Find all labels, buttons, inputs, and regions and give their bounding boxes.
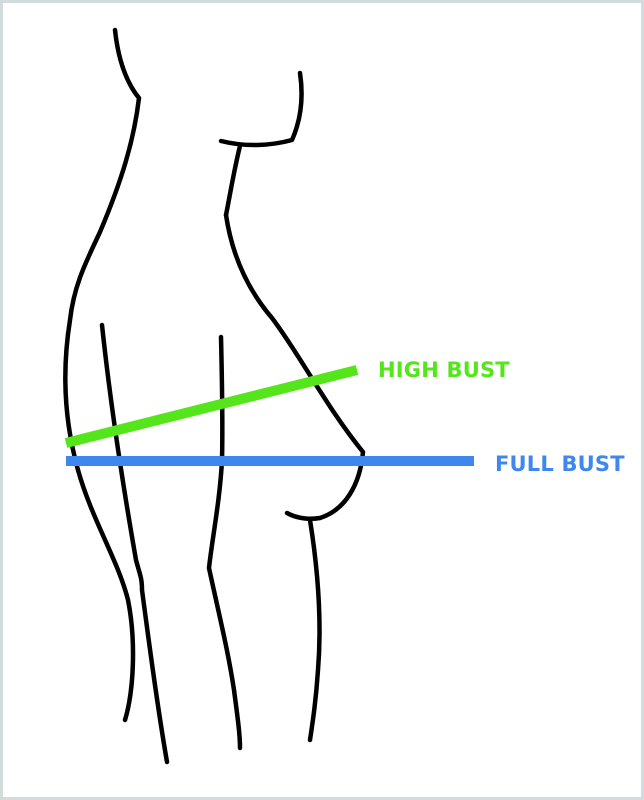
chest-contour [223, 212, 366, 522]
chin-contour [218, 70, 304, 148]
front-torso-contour [307, 517, 322, 743]
full-bust-label: FULL BUST [495, 452, 625, 476]
high-bust-label: HIGH BUST [378, 358, 510, 382]
arm-back-line [99, 322, 170, 765]
neck-contour [223, 143, 243, 218]
back-contour [63, 27, 142, 723]
arm-front-line [206, 334, 243, 751]
high-bust-line [64, 365, 359, 448]
